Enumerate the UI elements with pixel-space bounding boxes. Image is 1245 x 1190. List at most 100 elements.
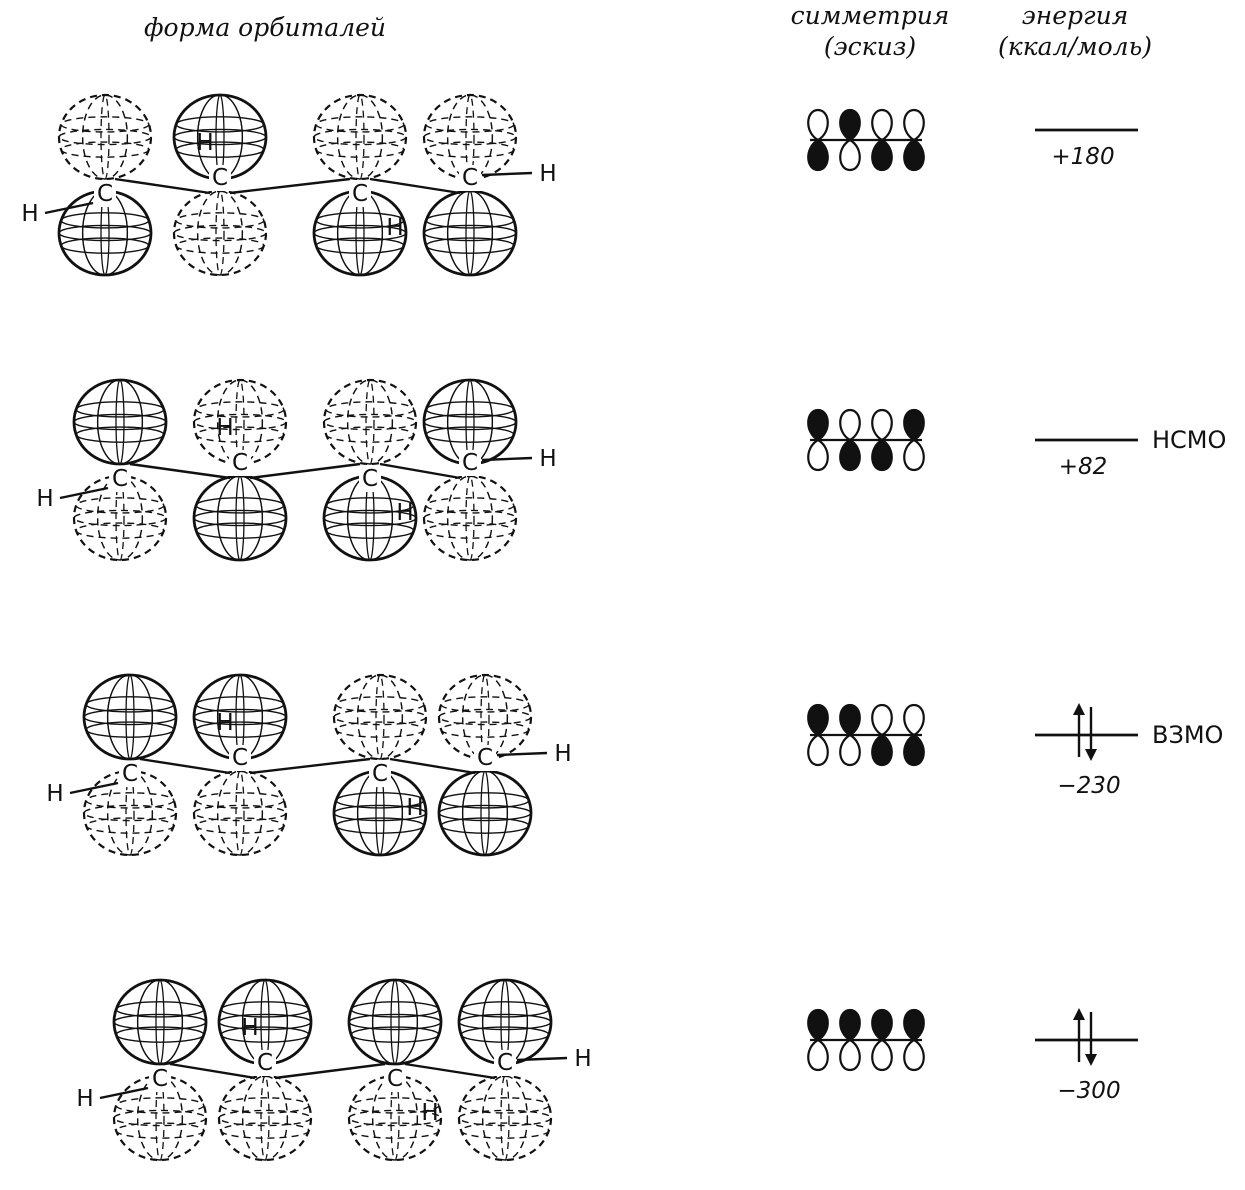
atom-carbon-4: C [497, 1050, 513, 1076]
atom-carbon-3: C [362, 466, 378, 492]
lobe-lower-2-outline [219, 1076, 311, 1160]
atom-hydrogen-inner-2: H [396, 500, 413, 526]
atom-carbon-3: C [372, 761, 388, 787]
atom-carbon-4: C [462, 165, 478, 191]
electron-down-arrowhead [1085, 749, 1097, 761]
lobe-upper-1-meridian [108, 675, 153, 759]
lobe-lower-4-meridian [466, 191, 474, 275]
p-lobe-lower-2 [840, 440, 860, 470]
cc-bond [250, 464, 360, 478]
orbital-row-1: CCCCHHHH+180 [21, 95, 1138, 275]
orbital-shape: CCCCHHHH [21, 95, 556, 275]
energy-level: +82НСМО [1035, 426, 1226, 480]
lobe-upper-1-contour [61, 117, 149, 132]
symmetry-sketch [808, 1010, 924, 1070]
electron-up-arrowhead [1073, 703, 1085, 715]
p-lobe-lower-1 [808, 440, 828, 470]
lobe-lower-2-meridian [236, 476, 244, 560]
lobe-lower-2-meridian [218, 476, 263, 560]
lobe-upper-2-contour [196, 427, 284, 442]
lobe-upper-3-meridian [356, 95, 364, 179]
lobe-lower-4 [424, 191, 516, 275]
p-lobe-upper-3 [872, 410, 892, 440]
lobe-upper-3-contour [326, 402, 414, 417]
lobe-upper-1-contour [61, 142, 149, 157]
cc-bond [130, 464, 230, 478]
lobe-lower-4 [459, 1076, 551, 1160]
p-lobe-lower-3 [872, 140, 892, 170]
p-lobe-lower-4 [904, 1040, 924, 1070]
p-lobe-lower-1 [808, 735, 828, 765]
lobe-upper-3-meridian [358, 675, 403, 759]
lobe-upper-1-outline [74, 380, 166, 464]
lobe-lower-2-contour [176, 238, 264, 253]
lobe-upper-3-meridian [338, 95, 383, 179]
lobe-upper-3-meridian [348, 380, 393, 464]
lobe-lower-2-outline [174, 191, 266, 275]
atom-hydrogen-inner-2: H [406, 795, 423, 821]
cc-bond [405, 1064, 495, 1078]
energy-level: −300 [1035, 1008, 1138, 1104]
lobe-upper-4-contour [426, 142, 514, 157]
energy-value: +180 [1051, 144, 1114, 170]
lobe-upper-1 [59, 95, 151, 179]
lobe-upper-1-outline [59, 95, 151, 179]
lobe-upper-1-meridian [101, 95, 109, 179]
atom-hydrogen-right: H [554, 741, 571, 767]
p-lobe-upper-4 [904, 1010, 924, 1040]
cc-bond [170, 1064, 255, 1078]
atom-hydrogen-inner-1: H [216, 415, 233, 441]
lobe-lower-4-meridian [448, 191, 493, 275]
p-lobe-upper-1 [808, 410, 828, 440]
energy-value: −230 [1057, 773, 1120, 799]
p-lobe-upper-2 [840, 410, 860, 440]
p-lobe-upper-2 [840, 705, 860, 735]
cc-bond [275, 1064, 385, 1078]
orbital-row-2: CCCCHHHH+82НСМО [36, 380, 1226, 560]
atom-carbon-1: C [112, 466, 128, 492]
lobe-upper-1-meridian [156, 980, 164, 1064]
lobe-upper-3-outline [349, 980, 441, 1064]
lobe-upper-3-contour [316, 142, 404, 157]
lobe-upper-1-meridian [138, 980, 183, 1064]
atom-carbon-2: C [257, 1050, 273, 1076]
lobe-lower-2-contour [196, 793, 284, 808]
atom-hydrogen-inner-1: H [241, 1015, 258, 1041]
lobe-lower-2-contour [196, 818, 284, 833]
energy-level: −230ВЗМО [1035, 703, 1223, 799]
lobe-upper-3-meridian [366, 380, 374, 464]
orbital-row-4: CCCCHHHH−300 [76, 980, 1138, 1160]
ch-bond-right [517, 1058, 567, 1060]
lobe-lower-2-outline [194, 771, 286, 855]
electron-up-arrowhead [1073, 1008, 1085, 1020]
p-lobe-upper-3 [872, 705, 892, 735]
p-lobe-lower-3 [872, 1040, 892, 1070]
atom-hydrogen-inner-1: H [216, 710, 233, 736]
atom-carbon-4: C [477, 745, 493, 771]
lobe-lower-2 [194, 476, 286, 560]
lobe-upper-1-meridian [98, 380, 143, 464]
atom-hydrogen-inner-1: H [196, 130, 213, 156]
cc-bond [390, 759, 475, 773]
lobe-upper-3 [349, 980, 441, 1064]
atom-carbon-3: C [352, 181, 368, 207]
p-lobe-upper-4 [904, 410, 924, 440]
lobe-lower-2-meridian [243, 1076, 288, 1160]
lobe-upper-2-contour [196, 402, 284, 417]
energy-value: +82 [1059, 454, 1108, 480]
atom-carbon-3: C [387, 1066, 403, 1092]
p-lobe-lower-3 [872, 440, 892, 470]
lobe-upper-4-contour [426, 117, 514, 132]
lobe-lower-4-meridian [481, 771, 489, 855]
atom-hydrogen-left: H [76, 1086, 93, 1112]
lobe-lower-4-contour [461, 1123, 549, 1138]
cc-bond [370, 179, 460, 193]
lobe-upper-3-outline [314, 95, 406, 179]
energy-value: −300 [1057, 1078, 1120, 1104]
lobe-lower-1-contour [76, 523, 164, 538]
lobe-upper-1-meridian [126, 675, 134, 759]
lobe-lower-4-meridian [466, 476, 474, 560]
lobe-upper-3-outline [324, 380, 416, 464]
symmetry-sketch [808, 705, 924, 765]
lobe-upper-3-contour [316, 117, 404, 132]
